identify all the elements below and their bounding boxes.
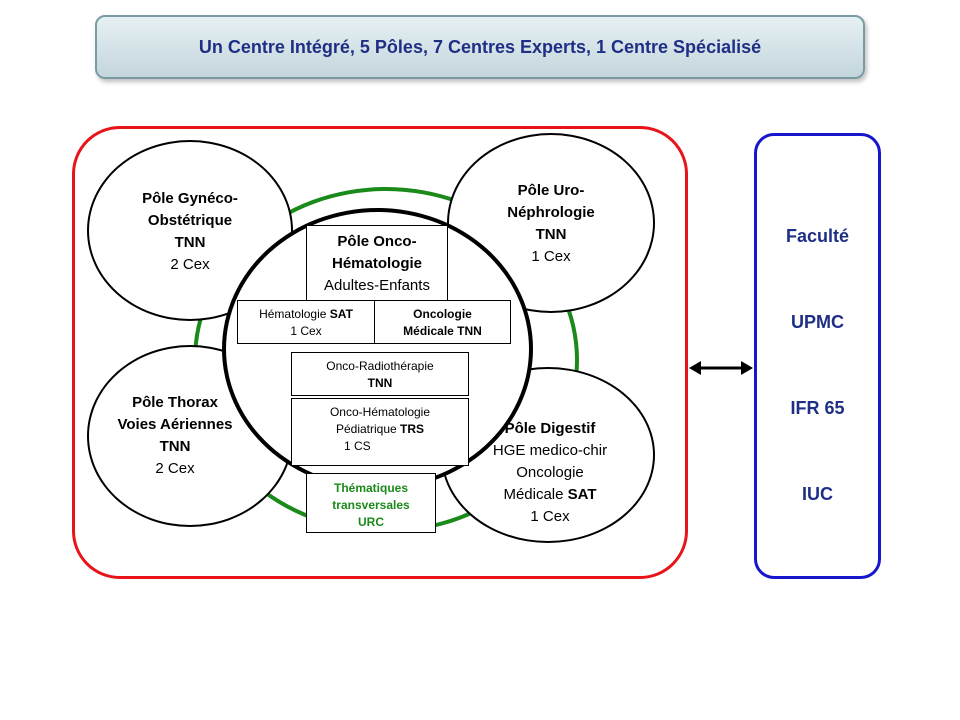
partner-faculte: Faculté <box>785 226 850 246</box>
partners-container <box>754 133 881 579</box>
pole-gyneco-label: Pôle Gynéco- Obstétrique TNN 2 Cex <box>142 190 238 273</box>
partner-iuc: IUC <box>802 484 833 504</box>
pole-uro-label: Pôle Uro- Néphrologie TNN 1 Cex <box>507 182 595 265</box>
hematologie-box: Hématologie SAT 1 Cex <box>237 300 375 344</box>
poles-container <box>72 126 688 579</box>
partner-upmc: UPMC <box>791 312 844 332</box>
pole-onco-title-box: Pôle Onco- Hématologie Adultes-Enfants <box>306 225 448 301</box>
thematiques-transversales-box: Thématiques transversales URC <box>306 473 436 533</box>
page-title: Un Centre Intégré, 5 Pôles, 7 Centres Ex… <box>198 36 762 57</box>
oncologie-medicale-box: Oncologie Médicale TNN <box>374 300 511 344</box>
pole-thorax-label: Pôle Thorax Voies Aériennes TNN 2 Cex <box>117 394 233 477</box>
partner-ifr65: IFR 65 <box>790 398 845 418</box>
pole-digestif-label: Pôle Digestif HGE medico-chir Oncologie … <box>492 420 608 525</box>
onco-hematologie-pediatrique-box: Onco-Hématologie Pédiatrique TRS 1 CS <box>291 398 469 466</box>
onco-radiotherapie-box: Onco-Radiothérapie TNN <box>291 352 469 396</box>
double-arrow-icon <box>689 361 753 375</box>
page-title-banner: Un Centre Intégré, 5 Pôles, 7 Centres Ex… <box>95 15 865 79</box>
